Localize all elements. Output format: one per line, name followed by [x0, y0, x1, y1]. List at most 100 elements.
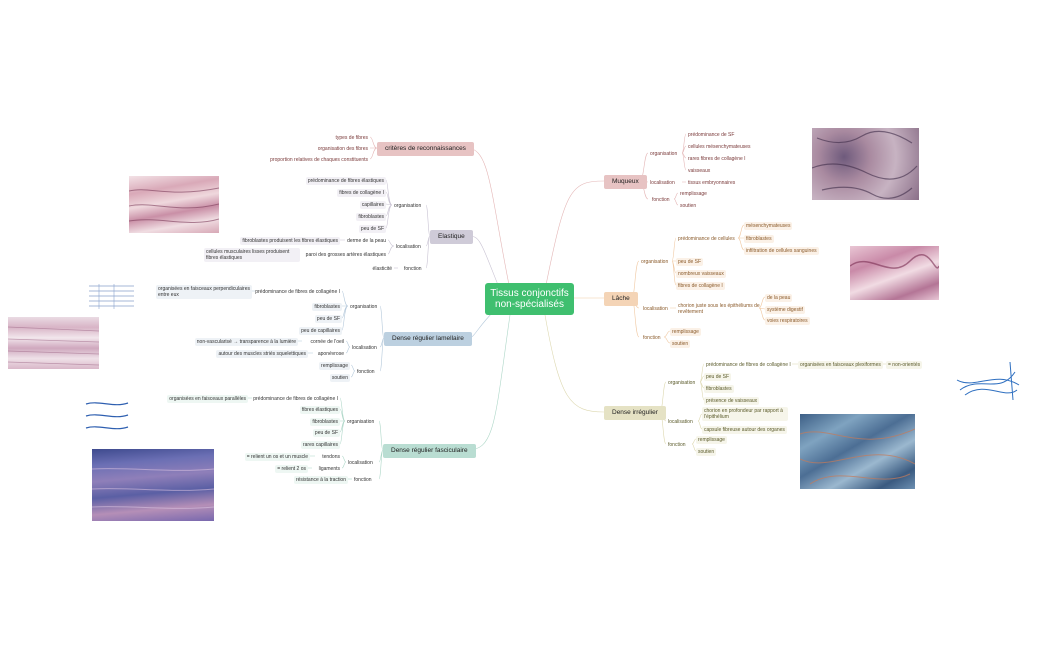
elastique-loc-item[interactable]: paroi des grosses artères élastiques [305, 252, 386, 258]
lache-micrograph [850, 246, 939, 300]
lamellaire-organisation-label[interactable]: organisation [350, 304, 378, 310]
lamellaire-org-item[interactable]: peu de capillaires [299, 327, 342, 335]
irregulier-loc-item[interactable]: capsule fibreuse autour des organes [702, 426, 787, 434]
branch-lamellaire[interactable]: Dense régulier lamellaire [384, 332, 472, 346]
branch-fasciculaire[interactable]: Dense régulier fasciculaire [383, 444, 476, 458]
muqueux-org-item[interactable]: cellules mésenchymateuses [688, 144, 751, 150]
elastique-loc-item[interactable]: derme de la peau [347, 238, 386, 244]
muqueux-fonction-item[interactable]: soutien [680, 203, 697, 209]
elastique-fonction-label[interactable]: fonction [404, 266, 422, 272]
elastique-loc-sub[interactable]: fibroblastes produisent les fibres élast… [240, 237, 340, 245]
muqueux-organisation-label[interactable]: organisation [650, 151, 678, 157]
elastique-organisation-label[interactable]: organisation [394, 203, 422, 209]
irregulier-fonction-item[interactable]: soutien [696, 448, 717, 456]
elastique-org-item[interactable]: capillaires [359, 201, 386, 209]
criteres-item[interactable]: organisation des fibres [317, 146, 368, 152]
fasciculaire-org-item[interactable]: fibres élastiques [299, 406, 340, 414]
elastique-loc-sub[interactable]: cellules musculaires lisses produisent f… [204, 248, 300, 262]
fasciculaire-localisation-label[interactable]: localisation [348, 460, 373, 466]
lache-fonction-item[interactable]: soutien [670, 340, 691, 348]
fasciculaire-loc-item[interactable]: tendons [322, 454, 340, 460]
elastique-org-item[interactable]: fibroblastes [356, 213, 386, 221]
lache-fonction-item[interactable]: remplissage [670, 328, 701, 336]
lache-localisation-label[interactable]: localisation [643, 306, 668, 312]
fasciculaire-org-item[interactable]: rares capillaires [300, 441, 340, 449]
elastique-fonction-item[interactable]: élasticité [372, 266, 392, 272]
lache-org-cells[interactable]: prédominance de cellules [678, 236, 735, 242]
irregulier-fonction-item[interactable]: remplissage [696, 436, 727, 444]
irregulier-org-item[interactable]: peu de SF [704, 373, 732, 381]
elastique-org-item[interactable]: prédominance de fibres élastiques [305, 177, 386, 185]
lache-fonction-label[interactable]: fonction [643, 335, 661, 341]
criteres-item[interactable]: types de fibres [335, 135, 368, 141]
lache-org-cells-sub[interactable]: fibroblastes [744, 235, 774, 243]
branch-criteres[interactable]: critères de reconnaissances [377, 142, 474, 156]
criteres-item[interactable]: proportion relatives de chaques constitu… [270, 157, 368, 163]
lache-loc-item[interactable]: chorion juste sous les épithéliums de re… [678, 303, 760, 315]
irregulier-fonction-label[interactable]: fonction [668, 442, 686, 448]
lamellaire-org-item[interactable]: fibroblastes [312, 303, 342, 311]
lamellaire-localisation-label[interactable]: localisation [352, 345, 377, 351]
irregulier-org-first[interactable]: prédominance de fibres de collagène I [706, 362, 791, 368]
muqueux-org-item[interactable]: prédominance de SF [688, 132, 735, 138]
muqueux-org-item[interactable]: rares fibres de collagène I [688, 156, 746, 162]
lamellaire-org-first-sub[interactable]: organisées en faisceaux perpendiculaires… [156, 285, 252, 299]
lache-org-item[interactable]: nombreux vaisseaux [676, 270, 726, 278]
lache-loc-sub[interactable]: système digestif [765, 306, 805, 314]
muqueux-org-item[interactable]: vaisseaux [688, 168, 711, 174]
fasciculaire-fonction-item[interactable]: résistance à la traction [293, 476, 348, 484]
lache-org-cells-sub[interactable]: mésenchymateuses [744, 222, 793, 230]
irregulier-org-item[interactable]: présence de vaisseaux [704, 397, 760, 405]
elastique-localisation-label[interactable]: localisation [396, 244, 421, 250]
branch-irregulier[interactable]: Dense irrégulier [604, 406, 666, 420]
lache-loc-sub[interactable]: de la peau [765, 294, 793, 302]
irregulier-org-first-sub[interactable]: organisées en faisceaux plexiformes [798, 361, 883, 369]
fasciculaire-loc-item[interactable]: ligaments [318, 466, 340, 472]
connector-elastique [467, 235, 501, 291]
fasciculaire-org-item[interactable]: peu de SF [312, 429, 340, 437]
fasciculaire-sketch [85, 402, 129, 430]
muqueux-localisation-label[interactable]: localisation [650, 180, 675, 186]
elastique-org-item[interactable]: fibres de collagène I [337, 189, 386, 197]
connector-criteres [467, 147, 511, 291]
lache-org-item[interactable]: peu de SF [676, 258, 704, 266]
fasciculaire-org-item[interactable]: fibroblastes [310, 418, 340, 426]
lamellaire-fonction-item[interactable]: remplissage [319, 362, 350, 370]
fasciculaire-loc-sub[interactable]: = relient un os et un muscle [244, 453, 310, 461]
irregulier-organisation-label[interactable]: organisation [668, 380, 696, 386]
lache-org-item[interactable]: fibres de collagène I [676, 282, 725, 290]
branch-elastique[interactable]: Elastique [430, 230, 473, 244]
root-title-line2: non-spécialisés [495, 299, 564, 310]
lamellaire-org-item[interactable]: peu de SF [314, 315, 342, 323]
irregulier-localisation-label[interactable]: localisation [668, 419, 693, 425]
irregulier-loc-item[interactable]: chorion en profondeur par rapport à l'ép… [702, 407, 788, 421]
lamellaire-loc-item[interactable]: cornée de l'oeil [310, 339, 344, 345]
fasciculaire-org-first-sub[interactable]: organisées en faisceaux parallèles [167, 395, 248, 403]
branch-lache[interactable]: Lâche [604, 292, 638, 306]
irregulier-org-item[interactable]: fibroblastes [704, 385, 734, 393]
lamellaire-loc-sub[interactable]: autour des muscles striés squelettiques [216, 350, 308, 358]
fasciculaire-fonction-label[interactable]: fonction [354, 477, 372, 483]
muqueux-loc-item[interactable]: tissus embryonnaires [688, 180, 736, 186]
fasciculaire-micrograph [92, 449, 214, 521]
branch-muqueux[interactable]: Muqueux [604, 175, 647, 189]
lache-org-cells-sub[interactable]: infiltration de cellules sanguines [744, 247, 819, 255]
lamellaire-org-first[interactable]: prédominance de fibres de collagène I [255, 289, 340, 295]
lache-organisation-label[interactable]: organisation [641, 259, 669, 265]
fasciculaire-organisation-label[interactable]: organisation [347, 419, 375, 425]
muqueux-micrograph [812, 128, 919, 200]
muqueux-fonction-label[interactable]: fonction [652, 197, 670, 203]
muqueux-fonction-item[interactable]: remplissage [680, 191, 707, 197]
lamellaire-loc-sub[interactable]: non-vascularisé → transparence à la lumi… [194, 338, 298, 346]
lache-loc-sub[interactable]: voies respiratoires [765, 317, 810, 325]
fasciculaire-org-first[interactable]: prédominance de fibres de collagène I [253, 396, 338, 402]
root-node[interactable]: Tissus conjonctifs non-spécialisés [485, 283, 574, 315]
elastique-org-item[interactable]: peu de SF [358, 225, 386, 233]
fasciculaire-loc-sub[interactable]: = relient 2 os [275, 465, 308, 473]
lamellaire-micrograph [8, 317, 99, 369]
lamellaire-loc-item[interactable]: aponévrose [317, 351, 344, 357]
connector-muqueux [544, 180, 605, 291]
irregulier-org-first-sub2[interactable]: = non-orientés [886, 361, 923, 369]
lamellaire-fonction-label[interactable]: fonction [357, 369, 375, 375]
lamellaire-fonction-item[interactable]: soutien [329, 374, 350, 382]
